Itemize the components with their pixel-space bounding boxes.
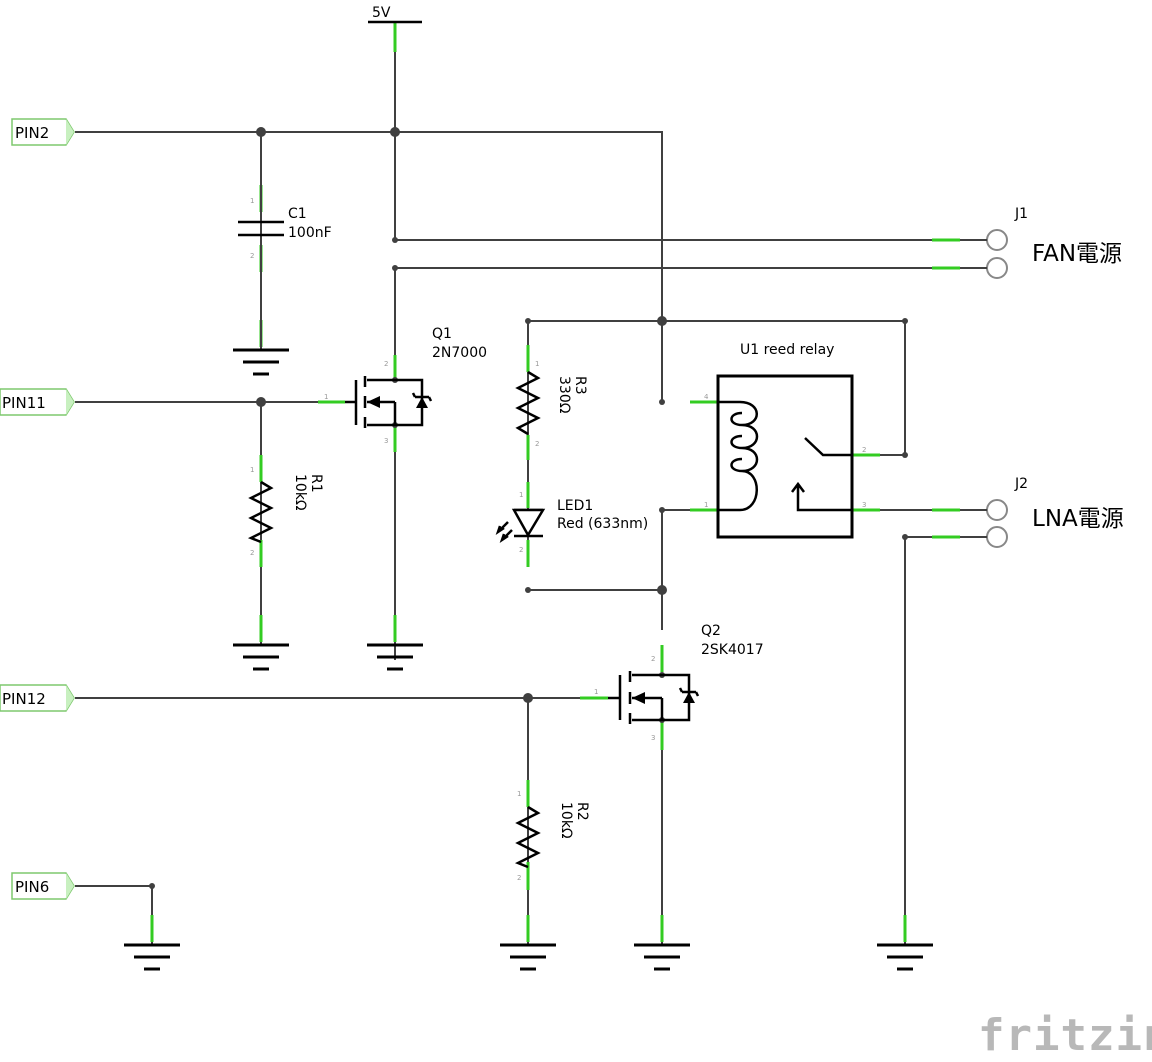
pin-number: 3 [651,734,655,742]
pin-number: 1 [535,360,539,368]
j2-ref: J2 [1014,476,1028,492]
pin-number: 3 [384,437,388,445]
q2-value: 2SK4017 [701,642,764,658]
pin-number: 3 [862,501,866,509]
connector-j2[interactable]: J2 LNA電源 [960,476,1124,548]
port-pin11[interactable]: PIN11 [0,388,75,416]
pin-number: 2 [250,549,254,557]
c1-ref: C1 [288,206,307,222]
fritzing-watermark: fritzing [978,1010,1152,1061]
r2-ref: R2 [574,802,590,821]
port-label: PIN11 [2,394,46,412]
pin-number: 1 [250,466,254,474]
pin-number: 2 [519,546,523,554]
relay-u1[interactable]: 4 1 2 3 U1 reed relay [704,342,866,539]
pin-number: 4 [704,393,709,401]
u1-label: U1 reed relay [740,342,834,358]
q1-value: 2N7000 [432,345,487,361]
port-label: PIN12 [2,690,46,708]
q1-ref: Q1 [432,326,452,342]
ground-pin6 [124,943,180,971]
r1-ref: R1 [308,474,324,493]
led1-ref: LED1 [557,498,593,514]
mosfet-q1[interactable]: 1 2 3 Q1 2N7000 [324,326,487,445]
vcc-symbol[interactable]: 5V [368,5,422,24]
port-pin2[interactable]: PIN2 [11,118,75,146]
ground-j2 [877,943,933,971]
j1-name: FAN電源 [1032,241,1122,267]
ground-q2 [634,943,690,971]
resistor-r1[interactable]: 1 2 R1 10kΩ [247,466,324,557]
j2-name: LNA電源 [1032,506,1124,532]
r2-value: 10kΩ [558,802,574,839]
resistor-r2[interactable]: 1 2 R2 10kΩ [514,790,590,882]
port-pin6[interactable]: PIN6 [11,872,75,900]
pin-number: 2 [517,874,521,882]
r1-value: 10kΩ [292,474,308,511]
pin-number: 1 [519,491,523,499]
mosfet-q2[interactable]: 1 2 3 Q2 2SK4017 [594,623,764,742]
pin-number: 2 [535,440,539,448]
port-label: PIN6 [15,878,49,896]
pin-number: 1 [324,393,328,401]
led1-value: Red (633nm) [557,516,648,532]
j1-ref: J1 [1014,206,1028,222]
ground-r2 [500,943,556,971]
connector-j1[interactable]: J1 FAN電源 [960,206,1122,279]
pin-number: 1 [704,501,708,509]
ground-q1 [367,643,423,671]
resistor-r3[interactable]: 1 2 R3 330Ω [515,360,588,448]
pin-number: 2 [384,360,388,368]
pin-number: 1 [250,197,254,205]
led-led1[interactable]: 1 2 LED1 Red (633nm) [495,491,648,554]
pin-stubs [150,22,960,942]
pin-number: 2 [250,252,254,260]
ground-c1 [233,348,289,376]
ground-r1 [233,643,289,671]
wires [75,22,932,945]
pin-number: 1 [594,688,598,696]
r3-value: 330Ω [556,376,572,414]
r3-ref: R3 [572,376,588,395]
q2-ref: Q2 [701,623,721,639]
c1-value: 100nF [288,225,332,241]
port-pin12[interactable]: PIN12 [0,684,75,712]
pin-number: 1 [517,790,521,798]
port-label: PIN2 [15,124,49,142]
pin-number: 2 [862,446,866,454]
pin-number: 2 [651,655,655,663]
vcc-label: 5V [372,5,391,21]
capacitor-c1[interactable]: 1 2 C1 100nF [238,132,332,350]
